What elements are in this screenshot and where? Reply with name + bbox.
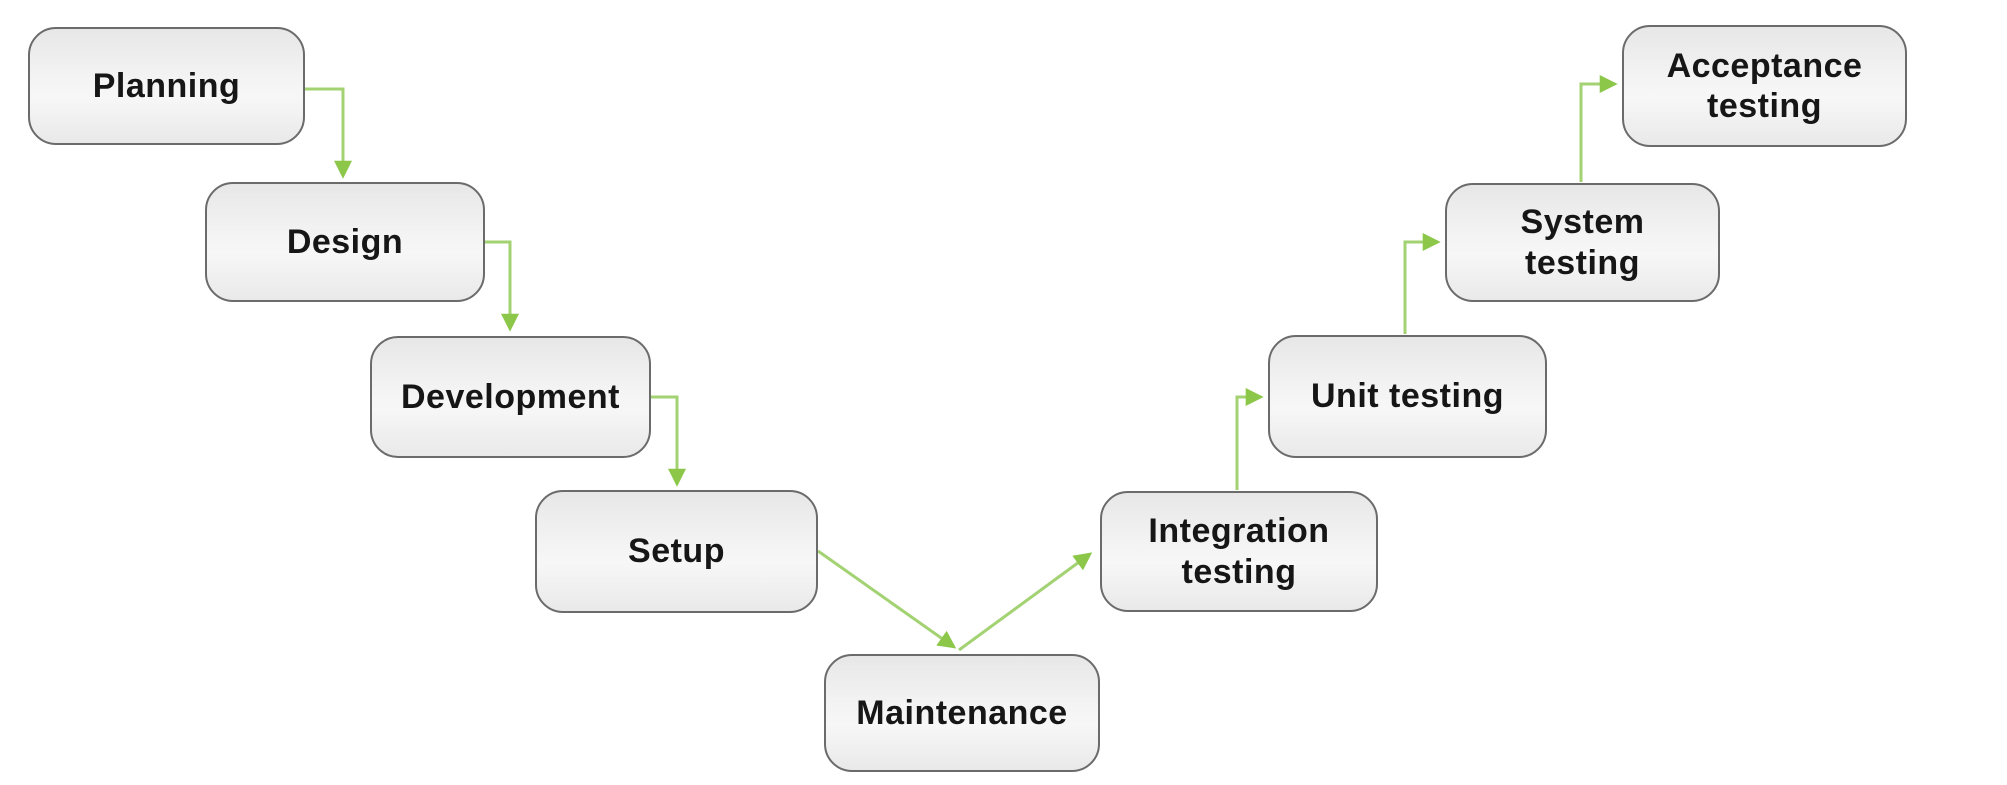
node-planning: Planning [28, 27, 305, 145]
arrow-maintenance-to-integration [958, 552, 1093, 652]
arrow-setup-to-maintenance [817, 549, 957, 649]
node-label: Setup [628, 532, 725, 571]
node-label: Acceptance testing [1666, 46, 1863, 125]
node-label: Unit testing [1311, 377, 1504, 416]
arrow-unit-to-system [1403, 233, 1441, 334]
node-label: Development [401, 377, 620, 416]
node-integration-testing: Integration testing [1100, 491, 1378, 612]
node-label: Integration testing [1148, 512, 1330, 591]
arrow-design-to-development [485, 240, 519, 332]
node-acceptance-testing: Acceptance testing [1622, 25, 1907, 147]
node-label: Design [286, 222, 404, 261]
node-design: Design [205, 182, 485, 302]
node-development: Development [370, 336, 651, 458]
node-setup: Setup [535, 490, 818, 613]
arrow-planning-to-design [305, 87, 352, 179]
node-maintenance: Maintenance [824, 654, 1100, 772]
node-unit-testing: Unit testing [1268, 335, 1547, 458]
arrow-system-to-acceptance [1579, 75, 1618, 182]
node-label: System testing [1520, 203, 1645, 282]
arrow-integration-to-unit [1235, 388, 1264, 490]
node-label: Planning [92, 66, 241, 105]
arrow-development-to-setup [651, 395, 686, 487]
node-system-testing: System testing [1445, 183, 1720, 302]
node-label: Maintenance [856, 693, 1068, 732]
